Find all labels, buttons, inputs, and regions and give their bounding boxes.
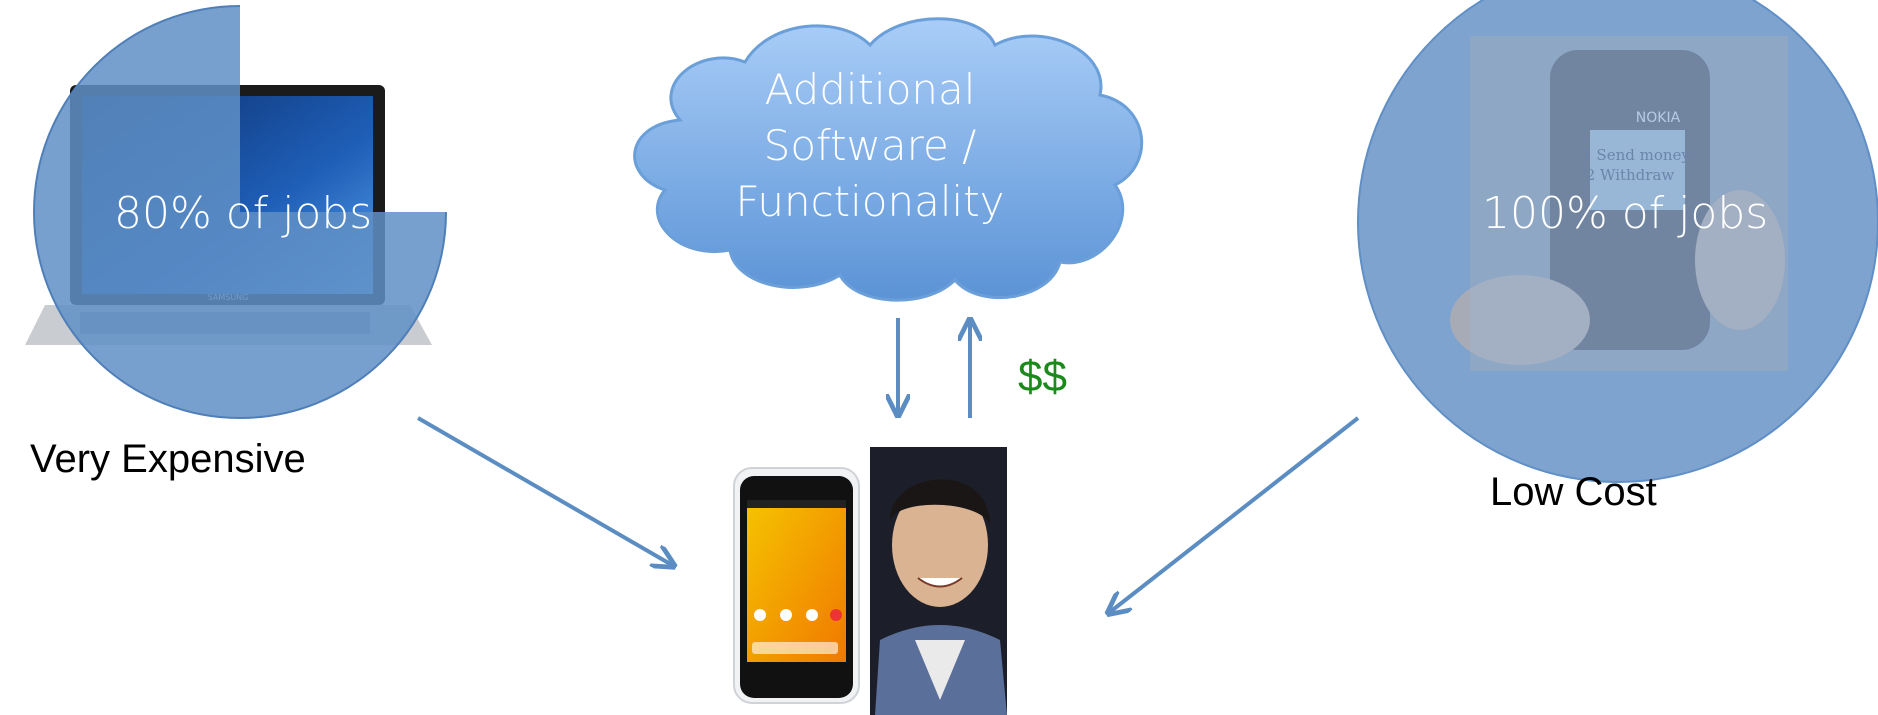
left-pie-group: SAMSUNG [25, 5, 447, 419]
payment-label: $$ [1018, 352, 1067, 401]
right-caption: Low Cost [1490, 470, 1657, 514]
right-circle-label: 100% of jobs [1482, 188, 1769, 239]
cloud-shape [633, 17, 1144, 302]
nokia-screen-line-1: 1 Send money [1582, 146, 1690, 164]
left-arrow [416, 416, 672, 565]
nokia-screen-line-2: 2 Withdraw [1586, 166, 1675, 184]
pie-80-percent [34, 6, 446, 418]
person-photo [870, 447, 1007, 715]
cloud-line-3: Functionality [735, 177, 1005, 226]
left-caption: Very Expensive [30, 437, 306, 481]
nokia-brand: NOKIA [1636, 110, 1681, 126]
cloud-line-2: Software / [763, 121, 977, 170]
right-arrow [1110, 416, 1360, 612]
nokia-image: NOKIA 1 Send money 2 Withdraw [1450, 36, 1788, 371]
android-phone [733, 467, 860, 704]
left-pie-label: 80% of jobs [114, 188, 373, 239]
right-circle-group: NOKIA 1 Send money 2 Withdraw [1357, 0, 1878, 483]
cloud-line-1: Additional [764, 65, 976, 114]
cloud-label: Additional Software / Functionality [715, 62, 1025, 230]
